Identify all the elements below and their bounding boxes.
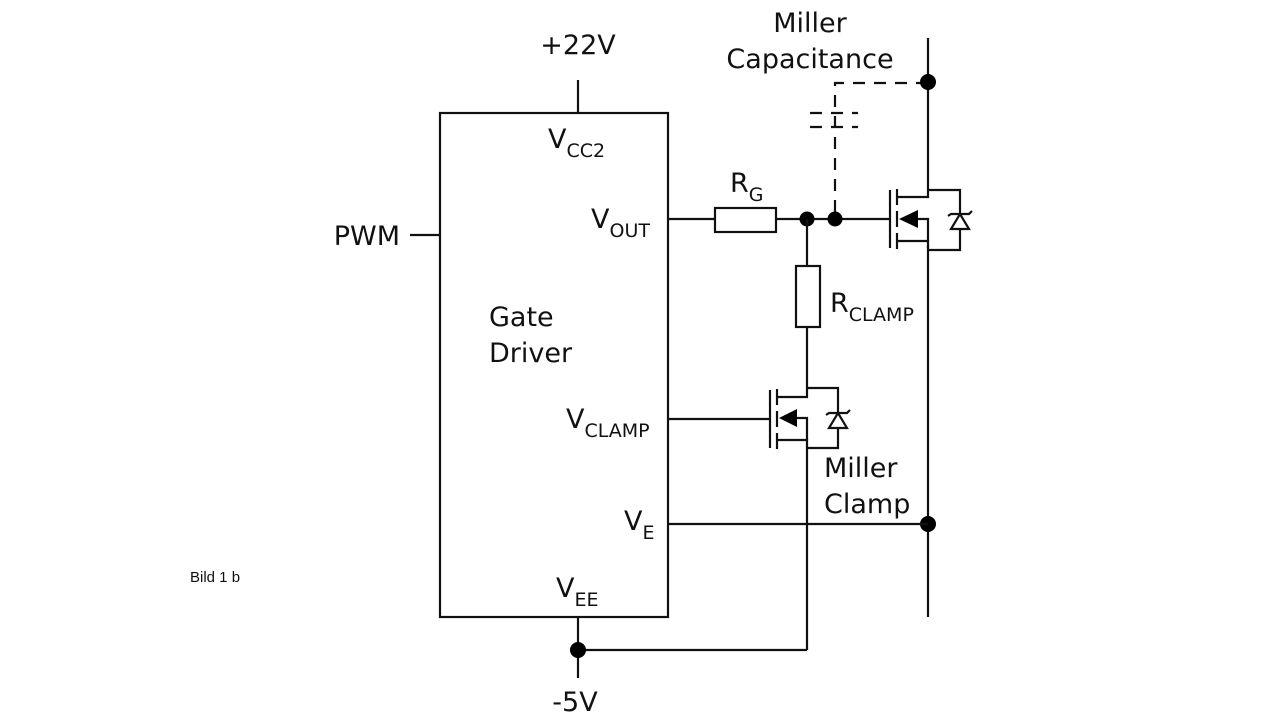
rg-resistor: [713, 206, 778, 234]
pwm-input-label: PWM: [334, 221, 400, 252]
supply-positive-label: +22V: [540, 30, 616, 61]
miller-clamp-label-line1: Miller: [824, 453, 898, 484]
rclamp-resistor: [794, 264, 822, 329]
junction-dot: [570, 642, 586, 658]
junction-dot: [827, 211, 843, 227]
rg-label: RG: [730, 168, 764, 206]
rclamp-label: RCLAMP: [830, 288, 914, 326]
pin-vcc2-label: VCC2: [548, 124, 605, 162]
junction-dot: [920, 74, 936, 90]
driver-name-line2: Driver: [489, 338, 573, 369]
miller-clamp-label-line2: Clamp: [824, 489, 910, 520]
supply-negative-label: -5V: [552, 687, 598, 718]
power-mosfet-symbol: [888, 188, 973, 252]
figure-caption: Bild 1 b: [190, 569, 240, 586]
driver-name-line1: Gate: [489, 302, 554, 333]
miller-capacitance-dashed-wire: [833, 81, 928, 212]
gate-driver-block: [438, 111, 670, 619]
pin-vee-label: VEE: [556, 573, 599, 611]
miller-capacitance-label-line2: Capacitance: [726, 44, 893, 75]
pin-ve-label: VE: [624, 506, 655, 544]
miller-capacitance-label-line1: Miller: [773, 8, 847, 39]
pin-vout-label: VOUT: [591, 204, 650, 242]
pin-vclamp-label: VCLAMP: [566, 404, 650, 442]
clamp-mosfet-symbol: [768, 386, 851, 450]
